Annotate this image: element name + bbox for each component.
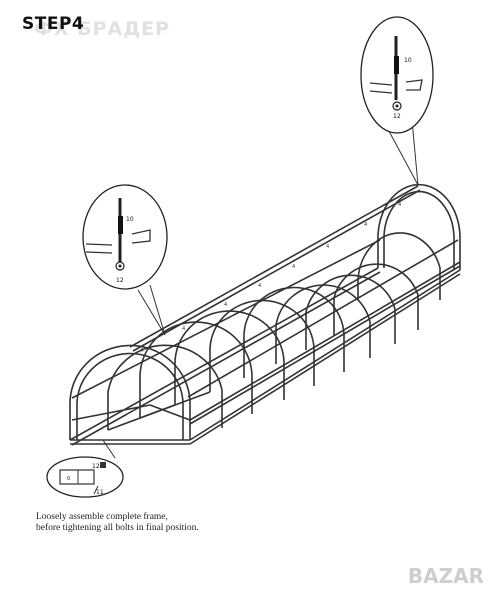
front-arch <box>69 344 191 440</box>
callout-bottom-left: 0 12 11 <box>46 439 124 498</box>
caption-line-2: before tightening all bolts in final pos… <box>36 523 199 533</box>
side-rail-right-upper <box>187 239 459 398</box>
svg-text:4: 4 <box>258 283 261 289</box>
nut-number: 12 <box>116 277 124 284</box>
svg-text:4: 4 <box>140 348 143 354</box>
ridge-pole <box>129 185 419 348</box>
svg-text:4: 4 <box>292 264 295 270</box>
callout-middle-left: 10 12 <box>82 184 168 336</box>
bolt-number: 10 <box>404 57 412 64</box>
part-number-12: 12 <box>92 463 100 470</box>
caption-line-1: Loosely assemble complete frame, <box>36 512 168 522</box>
greenhouse-frame <box>69 183 461 446</box>
step-label: STEP4 <box>22 14 85 34</box>
callout-top-right: 10 12 <box>360 16 434 186</box>
tube-mark: 0 <box>67 476 70 482</box>
instruction-caption: Loosely assemble complete frame, before … <box>36 512 199 534</box>
nut-number: 12 <box>393 113 401 120</box>
svg-text:4: 4 <box>364 222 367 228</box>
bolt-number: 10 <box>126 216 134 223</box>
ridge-markers: 4 4 4 4 4 4 4 4 <box>140 202 401 354</box>
svg-text:4: 4 <box>398 202 401 208</box>
side-rail-right-lower <box>189 261 461 421</box>
side-rail-left-upper <box>71 239 381 399</box>
svg-text:4: 4 <box>182 326 185 332</box>
svg-text:4: 4 <box>326 244 329 250</box>
bazar-logo: BAZAR <box>407 564 484 588</box>
ground-rail-left <box>69 267 379 441</box>
part-number-11: 11 <box>96 489 104 496</box>
svg-text:4: 4 <box>224 302 227 308</box>
back-arch <box>377 183 461 270</box>
ground-rail-right <box>189 269 461 441</box>
watermark: ФХ БРАДЕР <box>34 18 171 40</box>
